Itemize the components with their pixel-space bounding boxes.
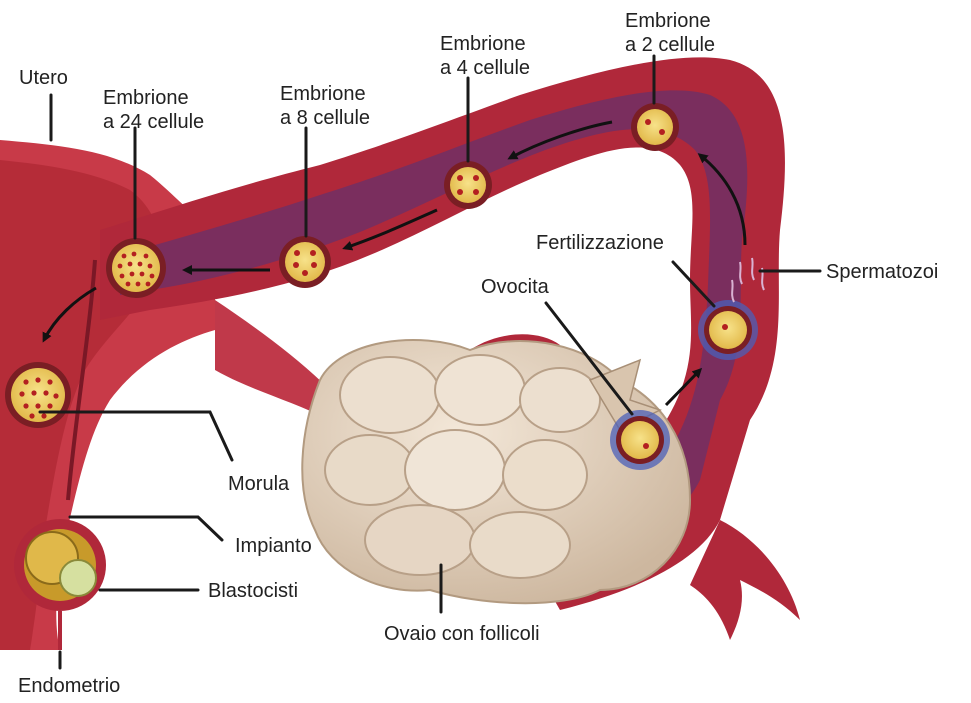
label-fertilizzazione: Fertilizzazione [536, 232, 664, 254]
fertilized-egg [698, 300, 758, 360]
morula [5, 362, 71, 428]
label-ovaio: Ovaio con follicoli [384, 623, 540, 645]
label-morula: Morula [228, 473, 290, 495]
embryo-8-cells [279, 236, 331, 288]
label-spermatozoi: Spermatozoi [826, 261, 938, 283]
embryo-4-cells [444, 161, 492, 209]
label-embryo-8-line2: a 8 cellule [280, 107, 370, 129]
label-utero: Utero [19, 67, 68, 89]
label-ovocita: Ovocita [481, 276, 550, 298]
embryo-2-cells [631, 103, 679, 151]
label-embryo-24-line1: Embrione [103, 87, 189, 109]
oocyte [610, 410, 670, 470]
label-embryo-4-line1: Embrione [440, 33, 526, 55]
label-embryo-8-line1: Embrione [280, 83, 366, 105]
embryo-24-cells [106, 238, 166, 298]
label-embryo-4-line2: a 4 cellule [440, 57, 530, 79]
label-embryo-2-line1: Embrione [625, 10, 711, 32]
label-blastocisti: Blastocisti [208, 580, 298, 602]
label-impianto: Impianto [235, 535, 312, 557]
label-embryo-24-line2: a 24 cellule [103, 111, 204, 133]
label-embryo-2-line2: a 2 cellule [625, 34, 715, 56]
label-endometrio: Endometrio [18, 675, 120, 697]
ovary [302, 340, 690, 603]
